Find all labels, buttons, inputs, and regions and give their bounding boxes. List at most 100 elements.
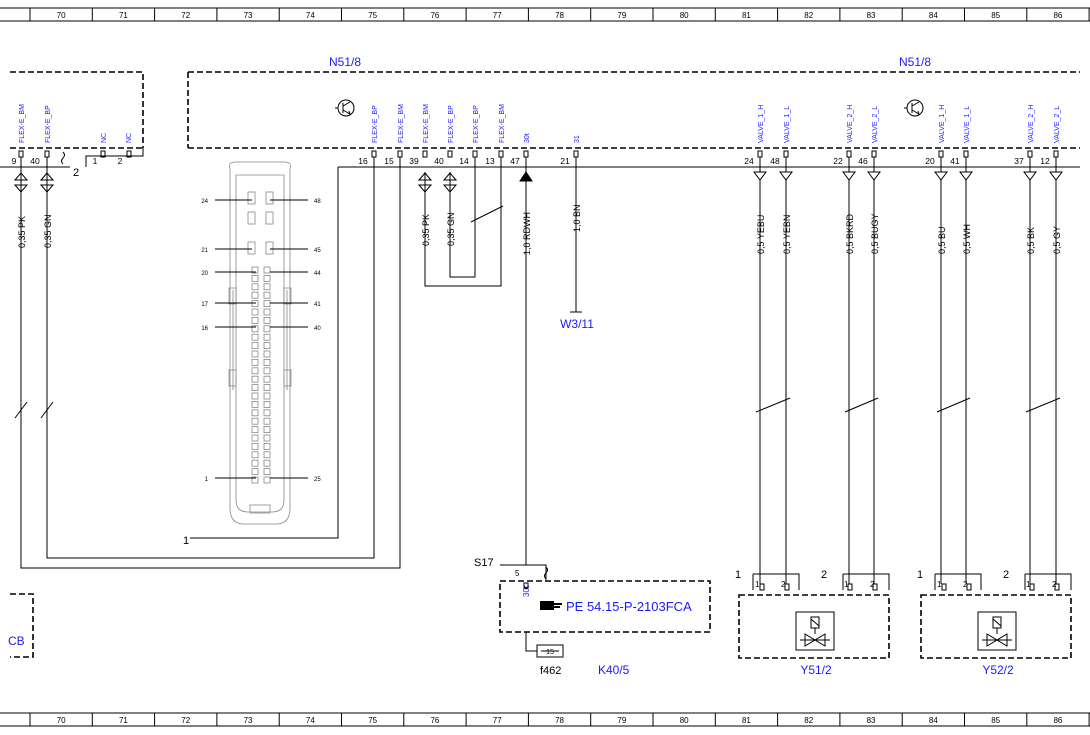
pin-number: 20 (925, 156, 935, 166)
plug-number: 1 (917, 569, 923, 581)
pin-socket (573, 150, 579, 158)
valve-label: Y51/2 (800, 663, 832, 677)
ruler-col-label: 79 (617, 716, 626, 725)
relay-label: K40/5 (598, 663, 630, 677)
direction-arrow (1049, 157, 1063, 181)
reference-link[interactable]: PE 54.15-P-2103FCA (566, 599, 692, 614)
ruler-col-label: 75 (368, 11, 377, 20)
wire-label: 1,0 BN (572, 204, 582, 232)
transistor-icon (904, 99, 924, 117)
pin-name-label: FLEX-E_BM (423, 104, 430, 143)
ruler-col-label: 86 (1053, 716, 1062, 725)
connector-cavity (251, 367, 259, 375)
ruler-col-label: 85 (991, 716, 1000, 725)
module-title-left: N51/8 (329, 55, 361, 69)
pin-name-label: FLEX-E_BM (19, 104, 26, 143)
ruler-col-label: 74 (306, 11, 315, 20)
connector-cavity (251, 316, 259, 324)
connector-pin-no: 44 (314, 271, 321, 277)
pin-number: 16 (358, 156, 368, 166)
ruler-col-label: 70 (57, 716, 66, 725)
pin-socket (759, 583, 765, 591)
connector-cavity (251, 375, 259, 383)
connector-cavity (251, 400, 259, 408)
twist-mark (1025, 397, 1061, 413)
connector-pin-no: 20 (201, 271, 208, 277)
splice-label: S17 (474, 557, 494, 569)
direction-arrow (934, 157, 948, 181)
ruler-col-label: 85 (991, 11, 1000, 20)
pin-socket (783, 150, 789, 158)
pin-name-label: NC (126, 133, 133, 143)
ruler-col-label: 86 (1053, 11, 1062, 20)
ruler-col-label: 80 (680, 716, 689, 725)
pin-name-label: 30t (524, 133, 531, 143)
connector-cavity (247, 241, 256, 255)
pin-socket (422, 150, 428, 158)
pin-number: 2 (781, 580, 786, 589)
connector-cavity (251, 434, 259, 442)
connector-cavity (251, 342, 259, 350)
left-bottom-box (10, 593, 34, 658)
wire-label: 0,35 GN (446, 212, 456, 246)
connector-cavity (263, 434, 271, 442)
connector-cavity (263, 342, 271, 350)
pin-number: 39 (409, 156, 419, 166)
connector-cavity (263, 409, 271, 417)
pin-number: 1 (93, 156, 98, 166)
connector-cavity (263, 459, 271, 467)
connector-cavity (263, 400, 271, 408)
pin-number: 47 (510, 156, 520, 166)
connector-cavity (251, 283, 259, 291)
connector-cavity (263, 392, 271, 400)
ruler-col-label: 76 (430, 11, 439, 20)
connector-cavity (263, 417, 271, 425)
valve-box (738, 594, 890, 659)
ruler-col-label: 77 (493, 11, 502, 20)
ruler-col-label: 82 (804, 716, 813, 725)
ruler-col-label: 71 (119, 11, 128, 20)
connector-cavity (263, 476, 271, 484)
wire-label: 0,5 BU (937, 226, 947, 254)
connector-cavity (251, 300, 259, 308)
pin-name-label: FLEX-E_BP (372, 105, 379, 143)
ruler-col-label: 80 (680, 11, 689, 20)
left-pins: FLEX-E_BM FLEX-E_BP NC NC 9 40 1 2 2 0,3… (0, 104, 401, 569)
pin-name-label: VALVE_1_L (784, 106, 791, 143)
ruler-col-label: 75 (368, 716, 377, 725)
wire-label: 0,5 GY (1052, 226, 1062, 254)
connector-cavity (263, 375, 271, 383)
connector-pin-no: 21 (201, 248, 208, 254)
transistor-icon (335, 99, 355, 117)
pin-number: 12 (1040, 156, 1050, 166)
solenoid-valve-icon (977, 611, 1017, 651)
pin-name-label: 31 (574, 135, 581, 143)
connector-cavity (251, 384, 259, 392)
connector-cavity (251, 350, 259, 358)
module-title-right: N51/8 (899, 55, 931, 69)
pin-number: 40 (434, 156, 444, 166)
connector-cavity (263, 325, 271, 333)
connector-cavity (265, 241, 274, 255)
wire-label: 0,35 PK (17, 216, 27, 248)
wire-label: 0,35 GN (43, 214, 53, 248)
ruler-col-label: 72 (181, 11, 190, 20)
pin-socket (757, 150, 763, 158)
connector-cavity (263, 283, 271, 291)
wire-label: 0,5 YEBU (756, 215, 766, 254)
connector-cavity (251, 333, 259, 341)
connector-cavity (251, 451, 259, 459)
twist-mark (755, 397, 791, 413)
plug-number: 2 (821, 569, 827, 581)
connector-cavity (263, 266, 271, 274)
direction-arrow (842, 157, 856, 181)
connector-cavity (263, 468, 271, 476)
pin-socket (1054, 583, 1060, 591)
direction-arrow (753, 157, 767, 181)
connector-cavity (251, 409, 259, 417)
pin-name-label: FLEX-E_BP (45, 105, 52, 143)
pin-socket (371, 150, 377, 158)
connector-pin-no: 16 (201, 326, 208, 332)
